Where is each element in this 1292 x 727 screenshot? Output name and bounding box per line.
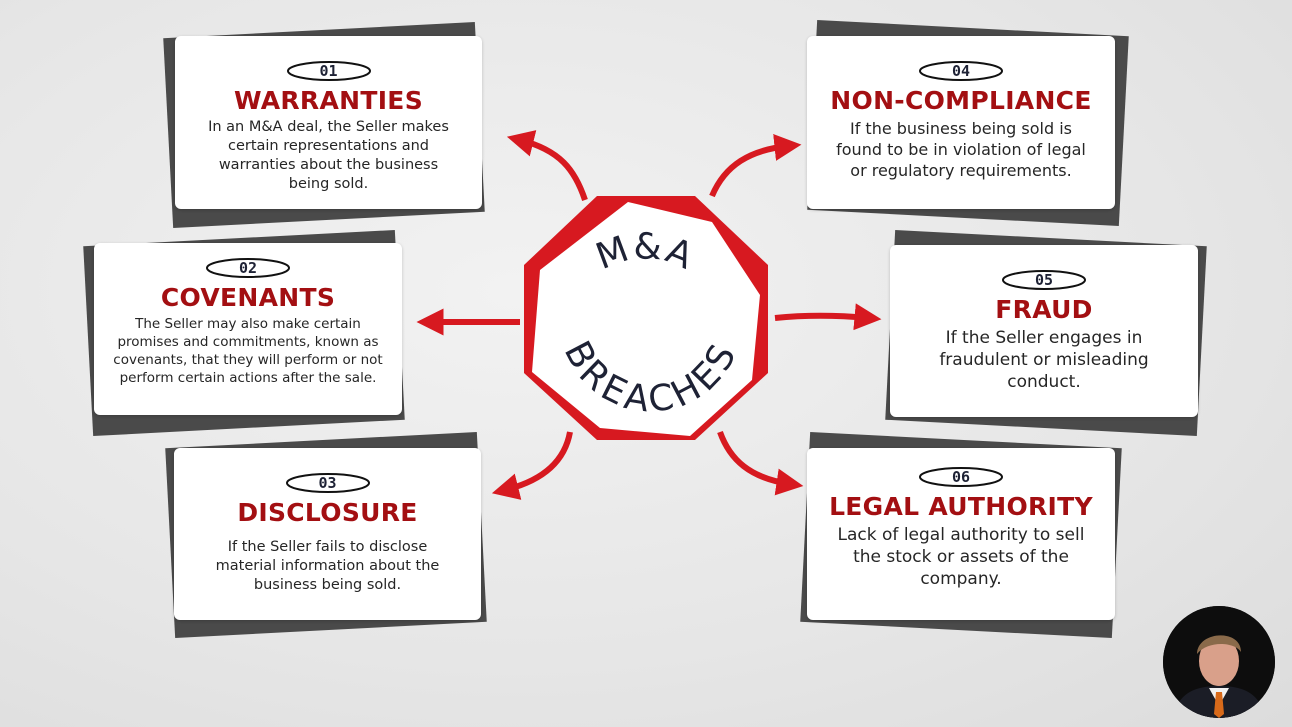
card-description: If the business being sold is found to b… xyxy=(836,119,1086,180)
number-badge: 05 xyxy=(1001,269,1087,291)
card-title: DISCLOSURE xyxy=(237,498,418,527)
arrow-non-compliance xyxy=(709,133,802,198)
card-legal-authority: 06 LEGAL AUTHORITY Lack of legal authori… xyxy=(807,448,1115,620)
card-title: LEGAL AUTHORITY xyxy=(829,492,1093,521)
card-title: WARRANTIES xyxy=(233,86,423,115)
card-non-compliance: 04 NON-COMPLIANCE If the business being … xyxy=(807,36,1115,209)
card-fraud: 05 FRAUD If the Seller engages in fraudu… xyxy=(890,245,1198,417)
card-description: In an M&A deal, the Seller makes certain… xyxy=(208,119,449,192)
card-title: NON-COMPLIANCE xyxy=(830,86,1092,115)
card-covenants: 02 COVENANTS The Seller may also make ce… xyxy=(94,243,402,415)
card-description: If the Seller engages in fraudulent or m… xyxy=(939,328,1149,392)
presenter-avatar xyxy=(1163,606,1275,718)
number-badge: 01 xyxy=(286,60,372,82)
number-badge: 06 xyxy=(918,466,1004,488)
number-badge: 02 xyxy=(205,257,291,279)
card-warranties: 01 WARRANTIES In an M&A deal, the Seller… xyxy=(175,36,482,209)
center-octagon-inner xyxy=(532,202,760,436)
arrow-warranties xyxy=(506,130,588,201)
card-description: The Seller may also make certain promise… xyxy=(113,316,383,386)
arrow-disclosure xyxy=(491,431,573,500)
card-description: If the Seller fails to disclose material… xyxy=(215,539,440,593)
arrow-legal-authority xyxy=(717,430,804,496)
arrow-fraud xyxy=(774,303,882,331)
number-badge: 04 xyxy=(918,60,1004,82)
card-description: Lack of legal authority to sell the stoc… xyxy=(837,525,1085,589)
card-disclosure: 03 DISCLOSURE If the Seller fails to dis… xyxy=(174,448,481,620)
card-title: FRAUD xyxy=(995,295,1093,324)
number-badge: 03 xyxy=(285,472,371,494)
card-title: COVENANTS xyxy=(160,283,336,312)
